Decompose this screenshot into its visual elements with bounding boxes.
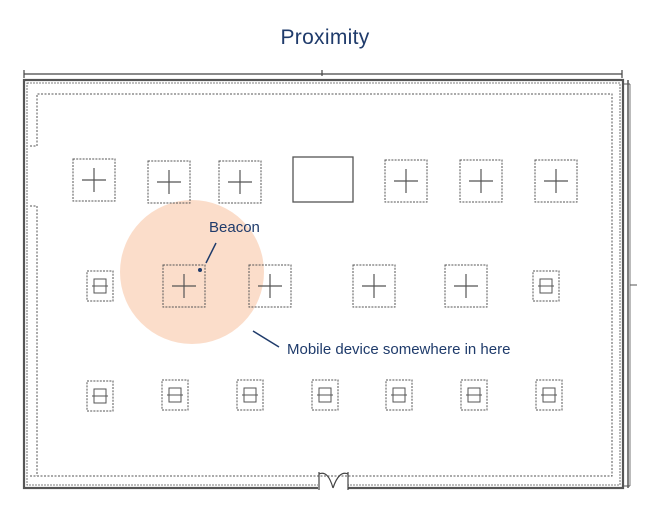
cross-fixture-icon bbox=[218, 160, 262, 204]
cross-fixture-icon bbox=[444, 264, 488, 308]
cross-fixture-icon bbox=[72, 158, 116, 202]
door-icon bbox=[318, 472, 349, 492]
small-fixture-icon bbox=[86, 270, 114, 302]
cross-fixture-icon bbox=[147, 160, 191, 204]
cross-fixture-icon bbox=[384, 159, 428, 203]
small-fixture-icon bbox=[311, 379, 339, 411]
outer-walls bbox=[22, 78, 625, 490]
mobile-leader-line bbox=[252, 330, 280, 348]
small-fixture-icon bbox=[532, 270, 560, 302]
small-fixture-icon bbox=[86, 380, 114, 412]
mobile-device-label: Mobile device somewhere in here bbox=[287, 341, 511, 358]
fixture-row-1 bbox=[72, 156, 578, 204]
small-fixture-icon bbox=[385, 379, 413, 411]
cross-fixture-icon bbox=[352, 264, 396, 308]
small-fixture-icon bbox=[161, 379, 189, 411]
fixture-row-3 bbox=[86, 379, 563, 412]
table-icon bbox=[292, 156, 354, 203]
cross-fixture-icon bbox=[459, 159, 503, 203]
inner-boundary bbox=[30, 93, 613, 477]
small-fixture-icon bbox=[236, 379, 264, 411]
beacon-leader-line bbox=[205, 242, 217, 264]
beacon-label: Beacon bbox=[209, 219, 260, 236]
beacon-dot-icon bbox=[198, 268, 202, 272]
proximity-circle bbox=[120, 200, 264, 344]
small-fixture-icon bbox=[460, 379, 488, 411]
dimension-line-top bbox=[23, 70, 623, 78]
cross-fixture-icon bbox=[534, 159, 578, 203]
small-fixture-icon bbox=[535, 379, 563, 411]
page-title: Proximity bbox=[280, 26, 370, 49]
right-wall bbox=[622, 80, 637, 488]
